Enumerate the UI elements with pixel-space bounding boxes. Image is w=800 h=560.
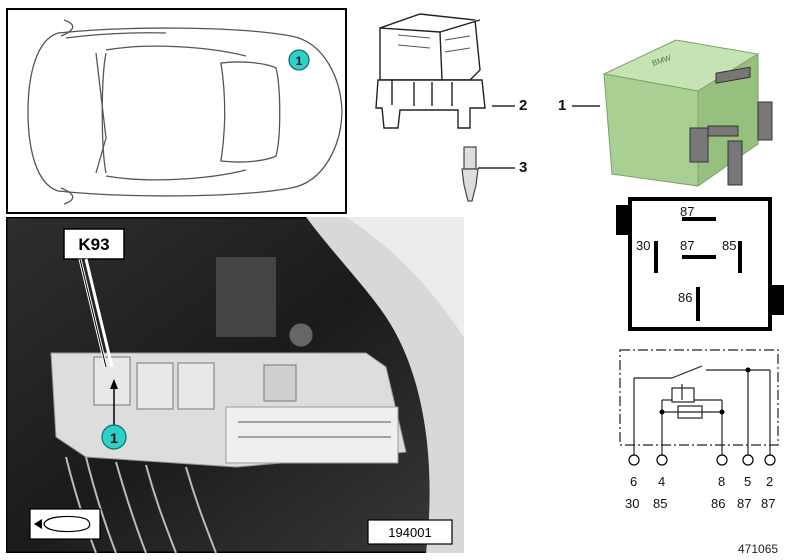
location-marker xyxy=(288,49,310,71)
terminal-5-num: 2 xyxy=(766,474,774,489)
pin-left-30: 30 xyxy=(636,238,651,253)
terminal-3-num: 8 xyxy=(718,474,726,489)
pin-right-85: 85 xyxy=(722,238,737,253)
photo-reference: 194001 xyxy=(388,525,431,540)
terminal-2-num: 4 xyxy=(658,474,666,489)
terminal-2-name: 85 xyxy=(653,496,668,511)
installation-photo: K93 1 194001 xyxy=(6,217,464,553)
callout-1: 1 xyxy=(558,97,567,114)
terminal-4-num: 5 xyxy=(744,474,752,489)
terminal-5-name: 87 xyxy=(761,496,776,511)
pin-bottom-86: 86 xyxy=(678,290,693,305)
k93-label: K93 xyxy=(78,235,109,254)
car-outline xyxy=(27,19,343,205)
callout-3: 3 xyxy=(519,159,528,176)
pin-center-87: 87 xyxy=(680,238,695,253)
connector-housing xyxy=(375,13,486,129)
diagram-id: 471065 xyxy=(738,542,779,556)
car-location-panel: 1 xyxy=(6,8,347,214)
photo-marker-label: 1 xyxy=(110,430,118,446)
relay-pinout-schematic xyxy=(616,197,784,331)
location-marker-label: 1 xyxy=(296,54,303,68)
terminal-3-name: 86 xyxy=(711,496,726,511)
green-relay: BMW xyxy=(602,39,773,187)
terminal-pin xyxy=(461,146,479,202)
circuit-diagram xyxy=(619,349,779,466)
terminal-4-name: 87 xyxy=(737,496,752,511)
terminal-1-name: 30 xyxy=(625,496,640,511)
photo-marker xyxy=(101,424,127,450)
callout-2: 2 xyxy=(519,97,528,114)
k93-label-box xyxy=(63,228,125,260)
pin-top-87: 87 xyxy=(680,204,695,219)
terminal-1-num: 6 xyxy=(630,474,638,489)
